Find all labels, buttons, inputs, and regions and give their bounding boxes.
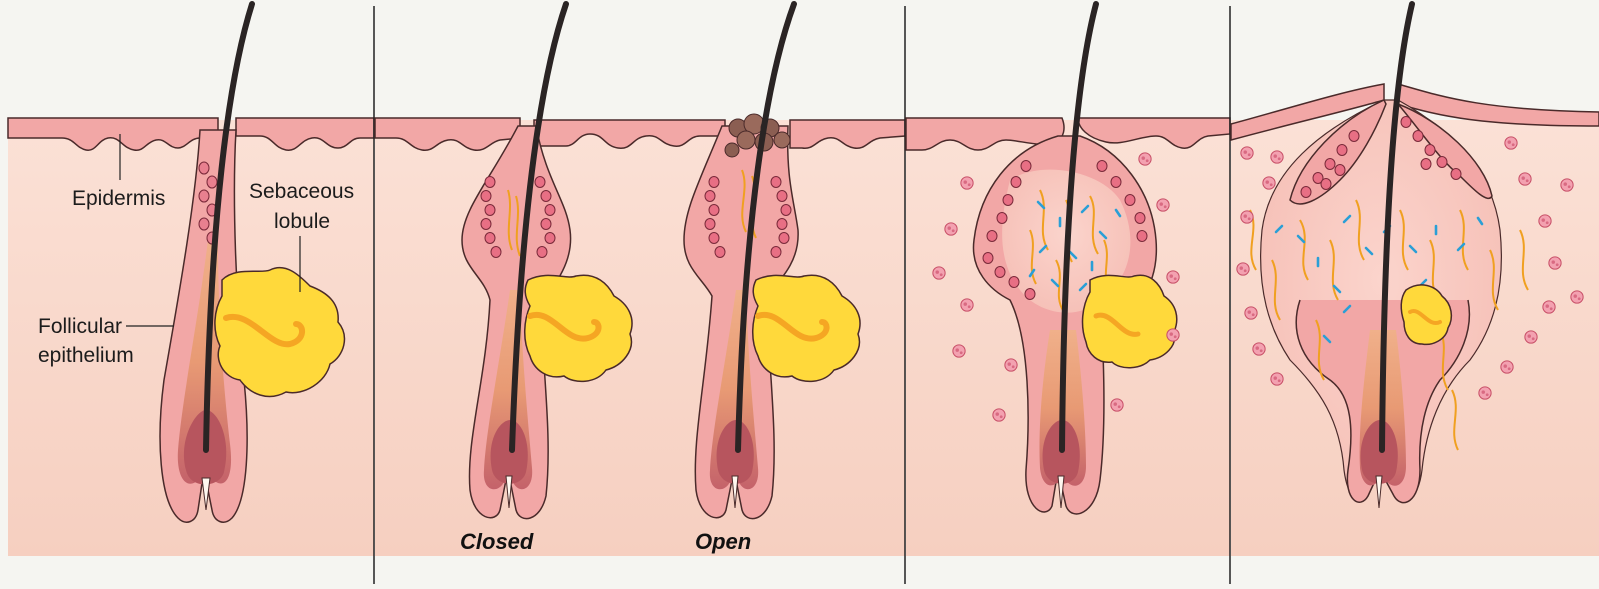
panel-comedones: Closed: [375, 4, 905, 556]
epidermis-label: Epidermis: [72, 187, 165, 210]
sebaceous-label-line2: lobule: [274, 210, 330, 233]
panel-nodule: [1231, 4, 1599, 556]
sebaceous-label-line1: Sebaceous: [249, 180, 354, 203]
follicular-label-line1: Follicular: [38, 315, 122, 338]
panel-normal-follicle: Epidermis Sebaceous lobule Follicular ep…: [8, 4, 374, 556]
caption-closed: Closed: [460, 529, 534, 554]
caption-open: Open: [695, 529, 751, 554]
follicular-label-line2: epithelium: [38, 344, 134, 367]
panel-inflammatory-papule: [906, 4, 1230, 556]
